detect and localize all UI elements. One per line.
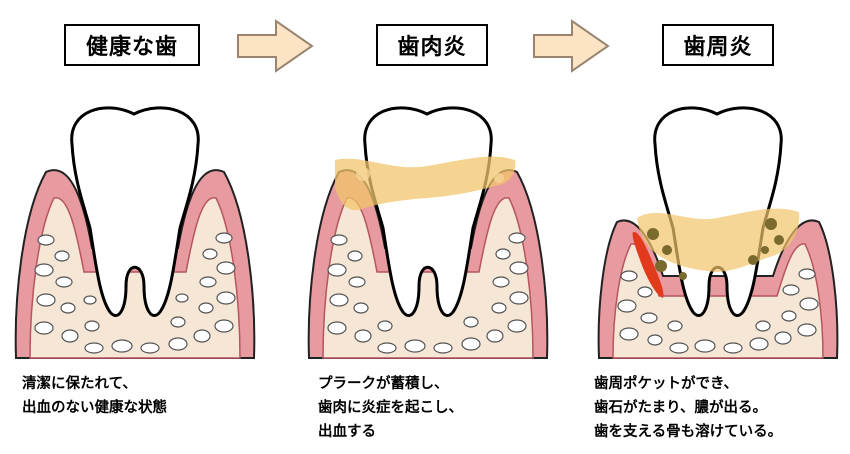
right-arrow-icon <box>532 18 612 74</box>
caption-line: 歯周ポケットができ、 <box>594 372 782 396</box>
healthy-tooth-illustration <box>10 100 260 362</box>
caption-line: 歯肉に炎症を起こし、 <box>318 396 463 420</box>
gingivitis-tooth-illustration <box>303 100 553 362</box>
caption-healthy: 清潔に保たれて、 出血のない健康な状態 <box>22 372 167 420</box>
caption-line: プラークが蓄積し、 <box>318 372 463 396</box>
caption-line: 出血する <box>318 420 463 444</box>
caption-line: 清潔に保たれて、 <box>22 372 167 396</box>
stage-title-periodontitis: 歯周炎 <box>662 24 774 66</box>
periodontitis-tooth-illustration <box>593 100 843 362</box>
caption-periodontitis: 歯周ポケットができ、 歯石がたまり、膿が出る。 歯を支える骨も溶けている。 <box>594 372 782 444</box>
stage-title-healthy: 健康な歯 <box>64 24 200 66</box>
caption-line: 歯石がたまり、膿が出る。 <box>594 396 782 420</box>
stage-title-gingivitis: 歯肉炎 <box>376 24 488 66</box>
caption-line: 出血のない健康な状態 <box>22 396 167 420</box>
caption-line: 歯を支える骨も溶けている。 <box>594 420 782 444</box>
right-arrow-icon <box>236 18 316 74</box>
caption-gingivitis: プラークが蓄積し、 歯肉に炎症を起こし、 出血する <box>318 372 463 444</box>
